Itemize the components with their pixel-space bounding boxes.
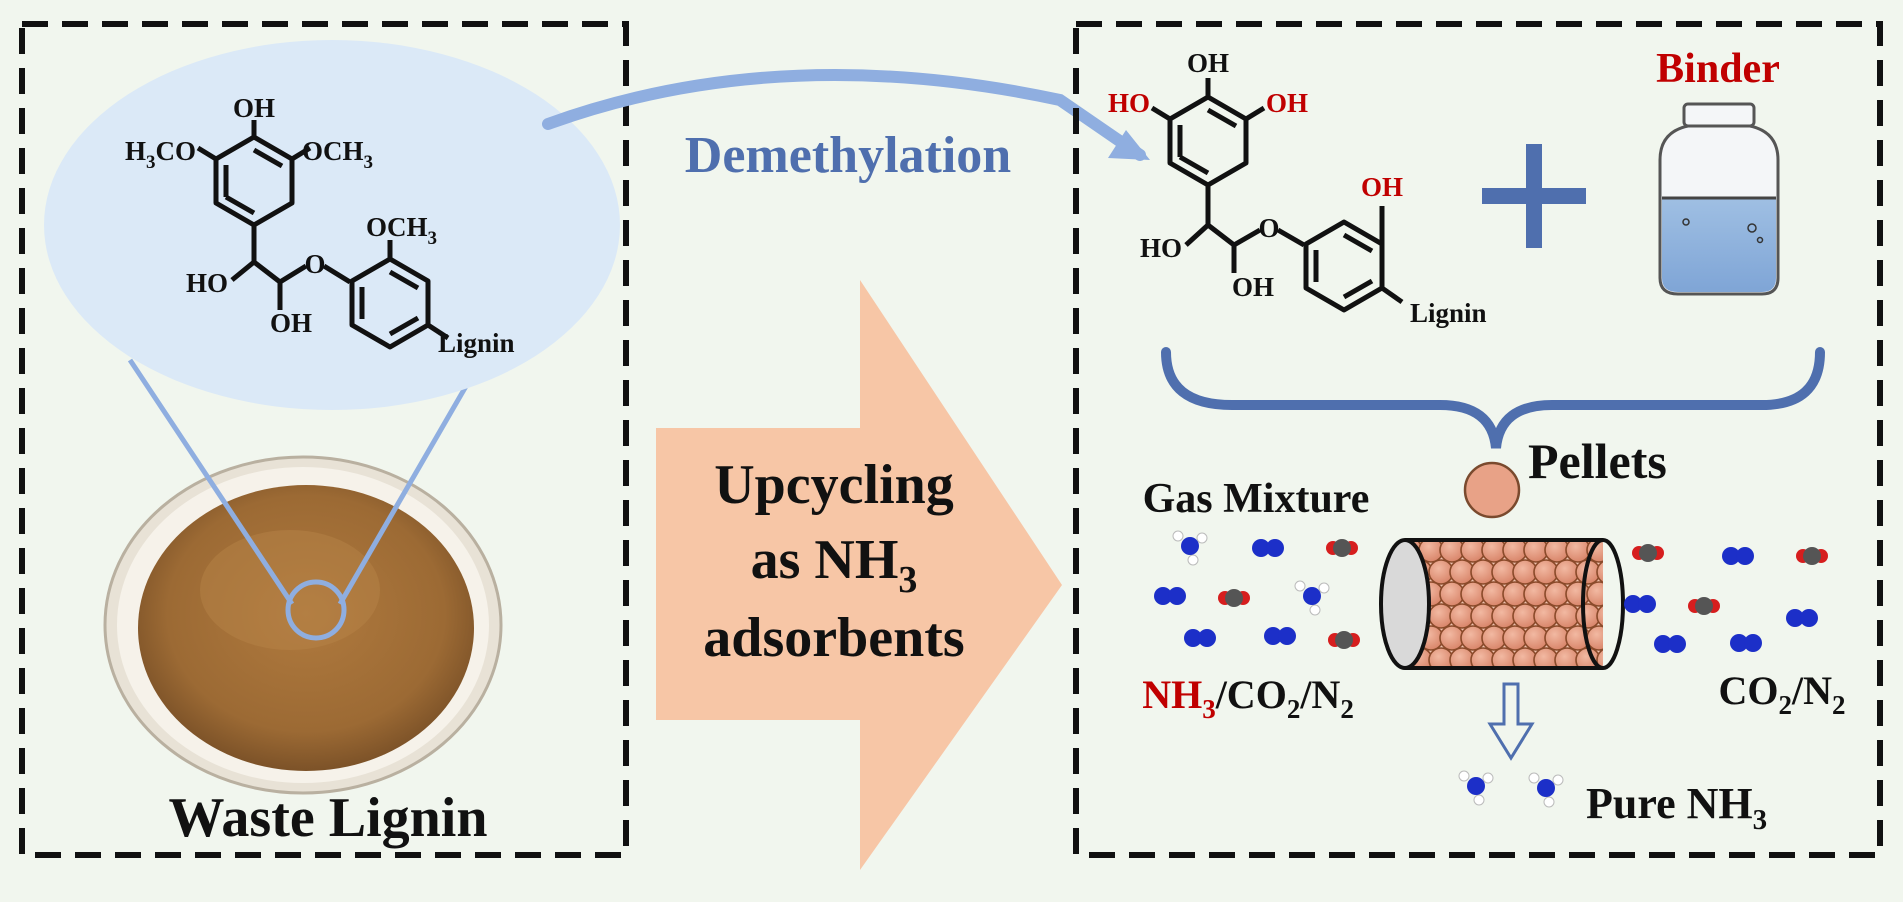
demethylation-label: Demethylation	[685, 127, 1011, 184]
pure-ammonia-outlet-arrow	[1487, 682, 1535, 761]
left-oxygen-link: O	[304, 249, 325, 279]
left-oh-chain: OH	[270, 308, 312, 338]
ammonia-molecule-icon	[1528, 772, 1564, 808]
packed-pellet	[1586, 540, 1603, 563]
gas-mixture-label: Gas Mixture	[1143, 476, 1370, 522]
zoom-line-left	[127, 358, 295, 606]
right-oxygen-link: O	[1258, 213, 1279, 243]
right-dashed-frame	[1073, 21, 1883, 858]
feed-gas-label: NH3/CO2/N2	[1142, 672, 1354, 724]
upcycling-line-2: as NH3	[751, 529, 918, 601]
carbon-dioxide-molecule-icon	[1218, 589, 1250, 607]
packed-pellet	[1586, 625, 1603, 651]
packed-pellet	[1596, 647, 1603, 668]
nitrogen-molecule-icon	[1654, 635, 1686, 653]
left-methoxy-right: OCH3	[302, 136, 373, 173]
binder-label: Binder	[1656, 46, 1780, 92]
left-oh-top: OH	[233, 93, 275, 123]
packed-column	[1379, 538, 1625, 670]
right-ho-left: HO	[1108, 88, 1150, 118]
upcycling-arrow	[656, 280, 1062, 870]
carbon-dioxide-molecule-icon	[1632, 544, 1664, 562]
pellets-label: Pellets	[1528, 433, 1667, 489]
nitrogen-molecule-icon	[1154, 587, 1186, 605]
left-ho-chain: HO	[186, 268, 228, 298]
carbon-dioxide-molecule-icon	[1688, 597, 1720, 615]
carbon-dioxide-molecule-icon	[1328, 631, 1360, 649]
ammonia-molecule-icon	[1294, 580, 1330, 616]
left-dashed-frame	[19, 21, 629, 858]
binder-jar-icon	[1658, 102, 1780, 296]
demethylation-arrow-head	[1108, 130, 1150, 160]
ammonia-molecule-icon	[1172, 530, 1208, 566]
nitrogen-molecule-icon	[1624, 595, 1656, 613]
packed-pellet	[1596, 603, 1603, 629]
upcycling-line-3: adsorbents	[703, 607, 964, 669]
lignin-structure-right	[1150, 78, 1404, 313]
nitrogen-molecule-icon	[1786, 609, 1818, 627]
left-lignin-label: Lignin	[438, 328, 515, 358]
right-oh-chain: OH	[1232, 272, 1274, 302]
structure-bubble	[44, 40, 620, 410]
pure-ammonia-label: Pure NH3	[1586, 779, 1767, 836]
right-oh-ring2: OH	[1361, 172, 1403, 202]
upcycling-line-1: Upcycling	[714, 454, 954, 516]
lignin-structure-left	[196, 120, 450, 350]
right-oh-right: OH	[1266, 88, 1308, 118]
nitrogen-molecule-icon	[1730, 634, 1762, 652]
right-lignin-label: Lignin	[1410, 298, 1487, 328]
left-methoxy-left: H3CO	[125, 136, 196, 173]
right-ho-chain: HO	[1140, 233, 1182, 263]
zoom-line-right	[337, 360, 483, 606]
waste-lignin-caption: Waste Lignin	[169, 787, 488, 849]
carbon-dioxide-molecule-icon	[1326, 539, 1358, 557]
packed-pellet	[1586, 581, 1603, 607]
gas-molecules	[1154, 530, 1828, 808]
nitrogen-molecule-icon	[1252, 539, 1284, 557]
right-oh-top: OH	[1187, 48, 1229, 78]
packed-pellet	[1596, 559, 1603, 585]
plus-sign	[1482, 144, 1586, 248]
nitrogen-molecule-icon	[1184, 629, 1216, 647]
pellet-icon	[1463, 461, 1521, 519]
zoom-circle	[285, 579, 347, 641]
nitrogen-molecule-icon	[1722, 547, 1754, 565]
left-methoxy-ring2: OCH3	[366, 212, 437, 249]
ammonia-molecule-icon	[1458, 770, 1494, 806]
combine-brace	[1161, 347, 1825, 449]
carbon-dioxide-molecule-icon	[1796, 547, 1828, 565]
demethylation-arrow	[542, 69, 1146, 161]
waste-lignin-photo	[103, 455, 503, 795]
outlet-gas-label: CO2/N2	[1719, 668, 1846, 720]
nitrogen-molecule-icon	[1264, 627, 1296, 645]
